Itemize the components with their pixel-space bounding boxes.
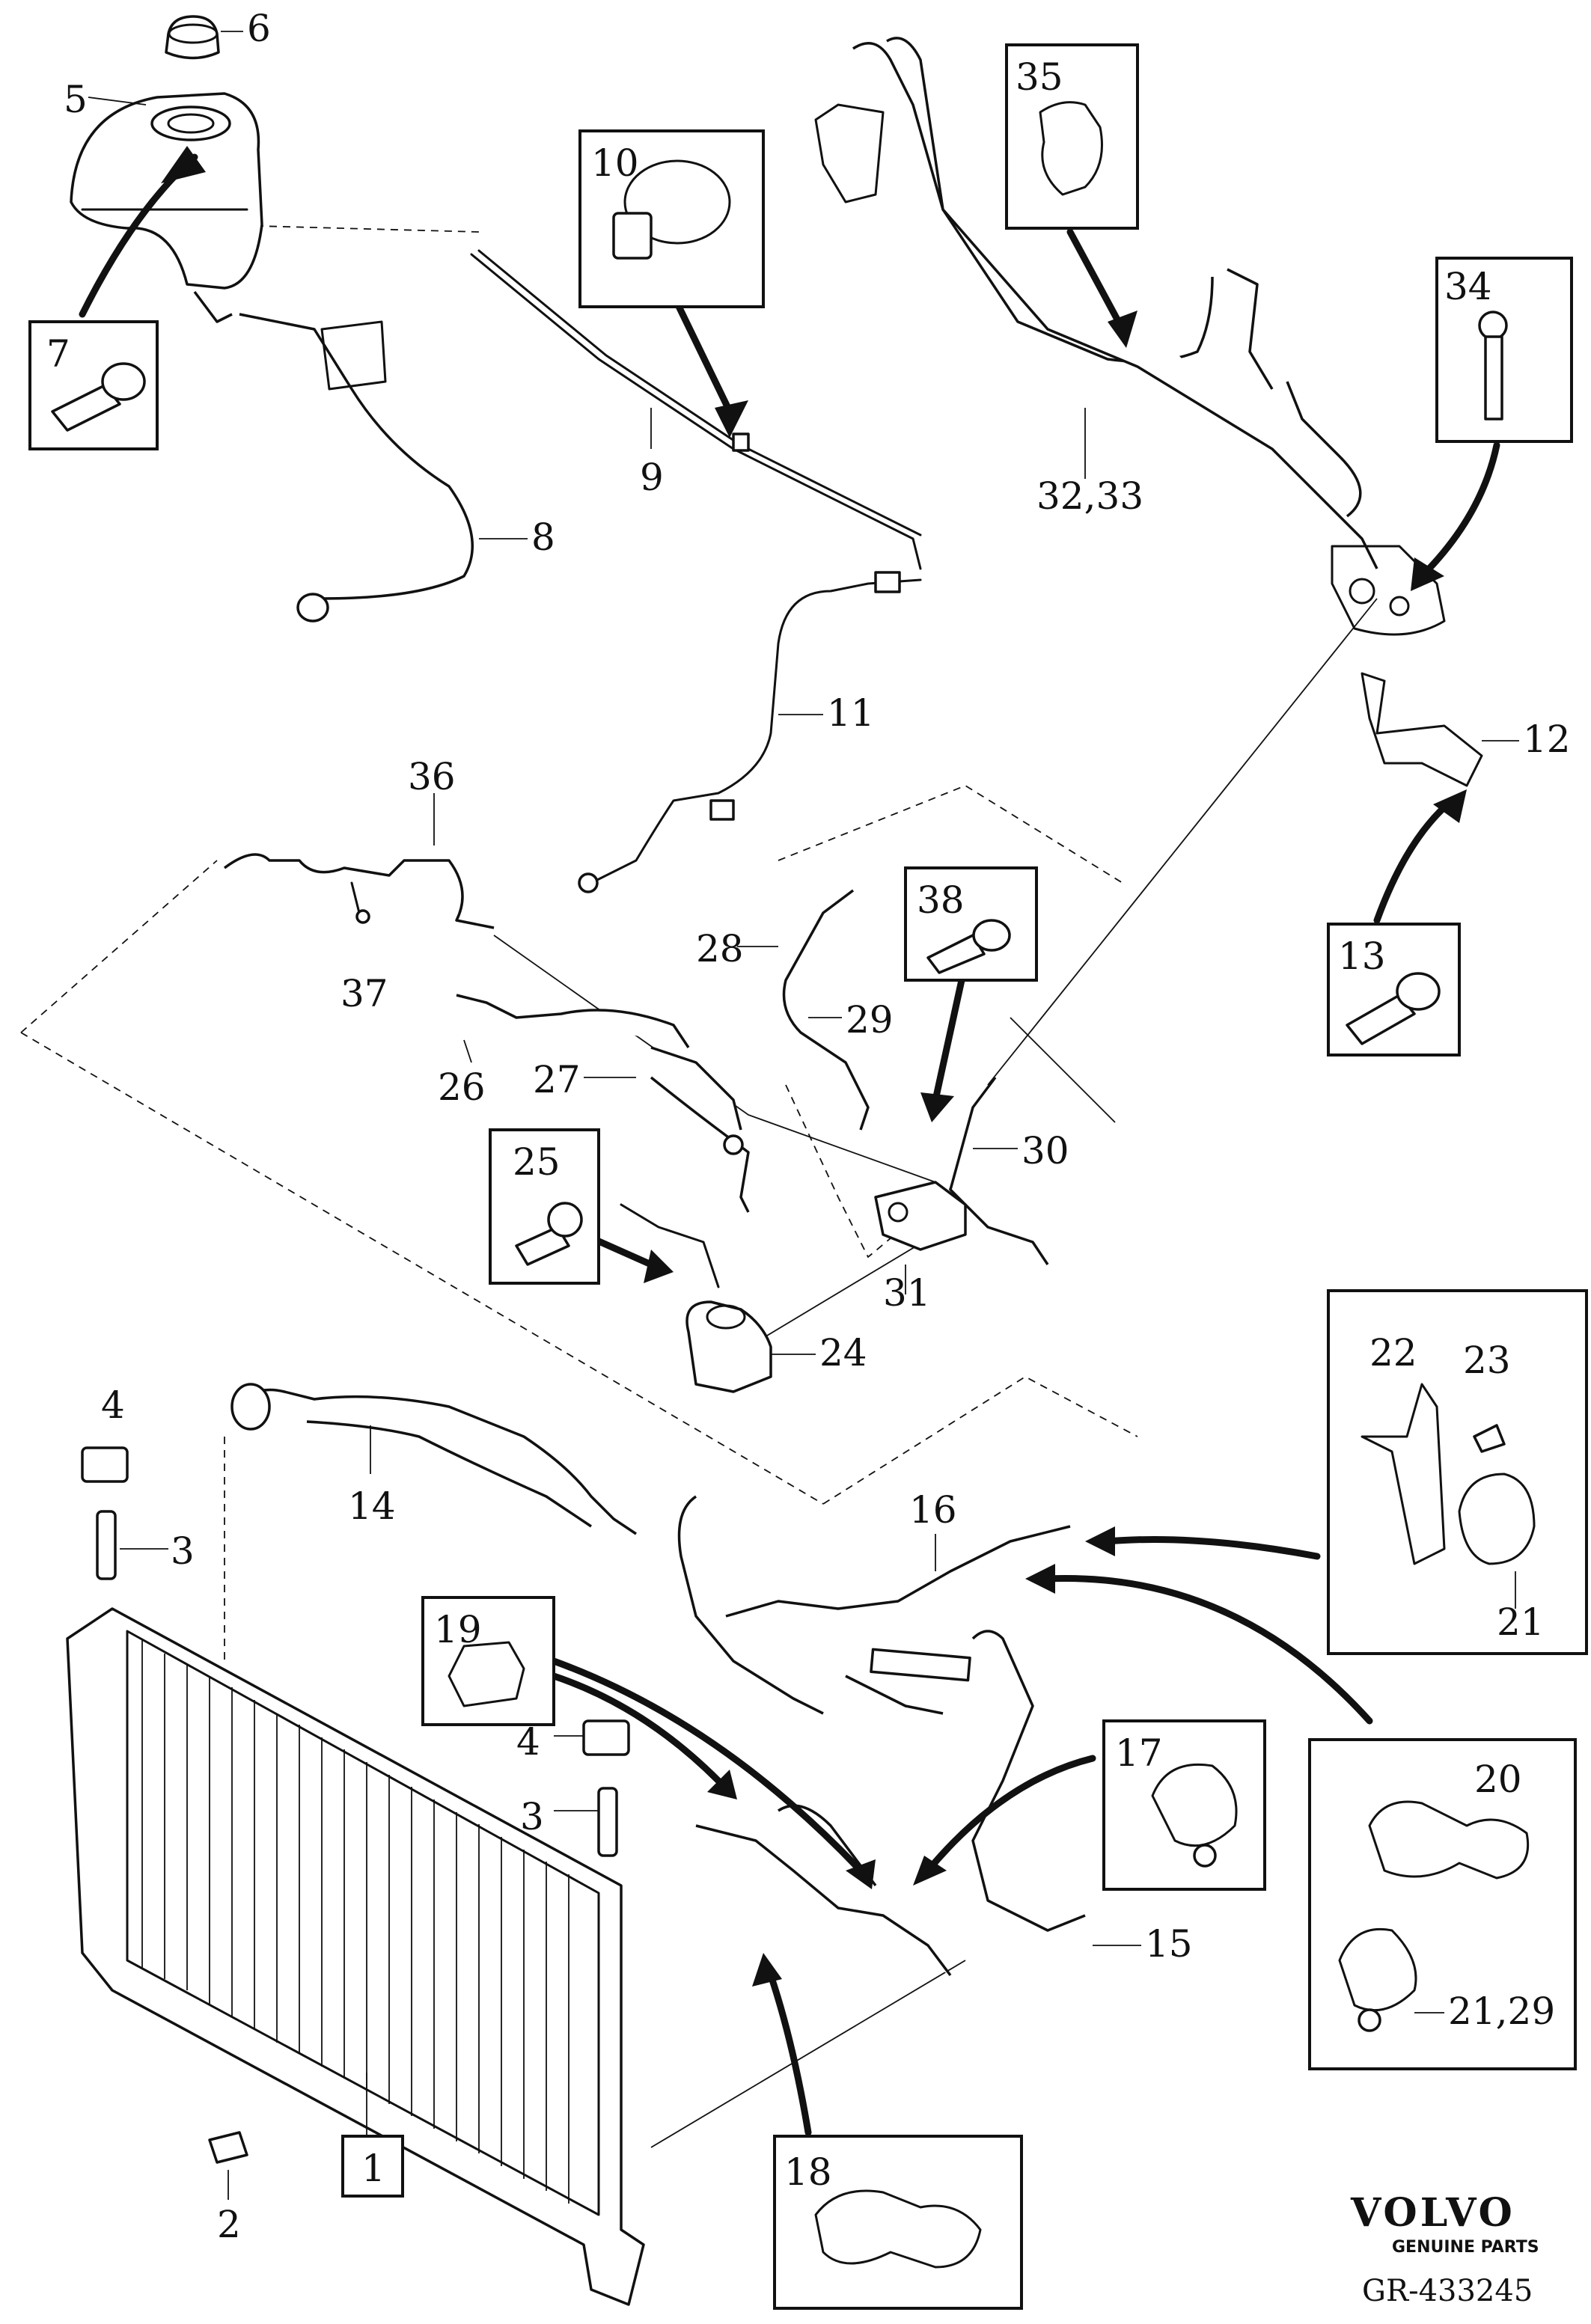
- callout-32-33: 32,33: [1036, 474, 1143, 518]
- sensor-harness: [578, 571, 922, 893]
- hose-28: [737, 889, 870, 1131]
- callout-17: 17: [1115, 1731, 1163, 1775]
- callout-19: 19: [434, 1608, 482, 1651]
- callout-8: 8: [531, 516, 555, 559]
- detail-box-22-23-21: [1327, 1289, 1588, 1655]
- detail-box-20-21: [1308, 1738, 1577, 2070]
- detail-box-7: [28, 320, 159, 450]
- detail-box-10: [578, 129, 765, 308]
- detail-box-35: [1005, 43, 1139, 230]
- callout-arrows: [79, 146, 1500, 2136]
- callout-30: 30: [1022, 1129, 1069, 1172]
- callout-15: 15: [1145, 1922, 1193, 1966]
- callout-6: 6: [247, 7, 271, 50]
- callout-26: 26: [438, 1065, 486, 1109]
- detail-box-38: [904, 866, 1038, 982]
- callout-1: 1: [361, 2147, 385, 2190]
- part-1-box: [341, 2135, 404, 2198]
- callout-23: 23: [1463, 1339, 1511, 1382]
- radiator-fins: [141, 1639, 569, 2204]
- callout-12: 12: [1523, 718, 1571, 761]
- brand-tagline: GENUINE PARTS: [1392, 2238, 1539, 2257]
- tank-hose: [239, 313, 528, 623]
- radiator: [66, 1607, 645, 2306]
- temperature-sensor-housing: [874, 1181, 967, 1294]
- callout-34: 34: [1444, 265, 1492, 308]
- callout-3-left: 3: [171, 1529, 195, 1573]
- callout-35: 35: [1016, 55, 1063, 99]
- callout-labels: 1 2 3 3 4 4 5 6 7 8 9 10 11 12 13 14 15 …: [46, 7, 1571, 2246]
- bypass-hose: [223, 793, 495, 929]
- callout-24: 24: [819, 1331, 867, 1374]
- callout-9: 9: [640, 456, 664, 499]
- callout-11: 11: [827, 691, 875, 735]
- callout-4-left: 4: [101, 1383, 125, 1427]
- expansion-tank: [70, 92, 263, 323]
- hose-30: [949, 1076, 1049, 1265]
- detail-box-19: [421, 1596, 555, 1726]
- detail-box-13: [1327, 923, 1461, 1056]
- filler-cap: [165, 15, 243, 60]
- callout-5: 5: [64, 78, 88, 121]
- detail-box-34: [1435, 257, 1573, 443]
- bleed-pipe: [470, 249, 922, 570]
- callout-28: 28: [696, 927, 744, 970]
- callout-38: 38: [917, 878, 965, 922]
- callout-7: 7: [46, 332, 70, 376]
- callout-16: 16: [909, 1488, 957, 1532]
- callout-27: 27: [533, 1058, 581, 1101]
- callout-25: 25: [513, 1140, 561, 1184]
- drain-plug: [208, 2131, 248, 2200]
- callout-21: 21: [1497, 1600, 1545, 1644]
- callout-22: 22: [1369, 1331, 1417, 1374]
- volvo-logo: VOLVO GENUINE PARTS: [1350, 2190, 1539, 2257]
- detail-box-18: [773, 2135, 1023, 2310]
- radiator-mounts: [81, 1446, 630, 1857]
- lower-hose-14: [230, 1383, 637, 1535]
- callout-14: 14: [348, 1484, 396, 1528]
- diagram-reference: GR-433245: [1362, 2274, 1533, 2308]
- callout-13: 13: [1338, 935, 1386, 978]
- callout-31: 31: [883, 1271, 931, 1315]
- callout-37: 37: [341, 972, 388, 1015]
- water-pump: [620, 1203, 816, 1393]
- brand-name: VOLVO: [1350, 2190, 1515, 2236]
- callout-20: 20: [1474, 1758, 1522, 1801]
- callout-3-right: 3: [520, 1795, 544, 1838]
- callout-2: 2: [217, 2203, 241, 2246]
- detail-box-17: [1102, 1719, 1266, 1891]
- heater-hoses: [456, 994, 750, 1213]
- callout-29: 29: [846, 998, 894, 1042]
- callout-36: 36: [408, 755, 456, 798]
- callout-18: 18: [784, 2150, 832, 2194]
- detail-box-25: [489, 1128, 600, 1285]
- callout-10: 10: [591, 141, 639, 185]
- bracket: [1361, 672, 1519, 787]
- callout-21-29: 21,29: [1448, 1990, 1555, 2033]
- callout-4-right: 4: [516, 1720, 540, 1764]
- main-hose-assembly: [677, 1495, 1141, 1977]
